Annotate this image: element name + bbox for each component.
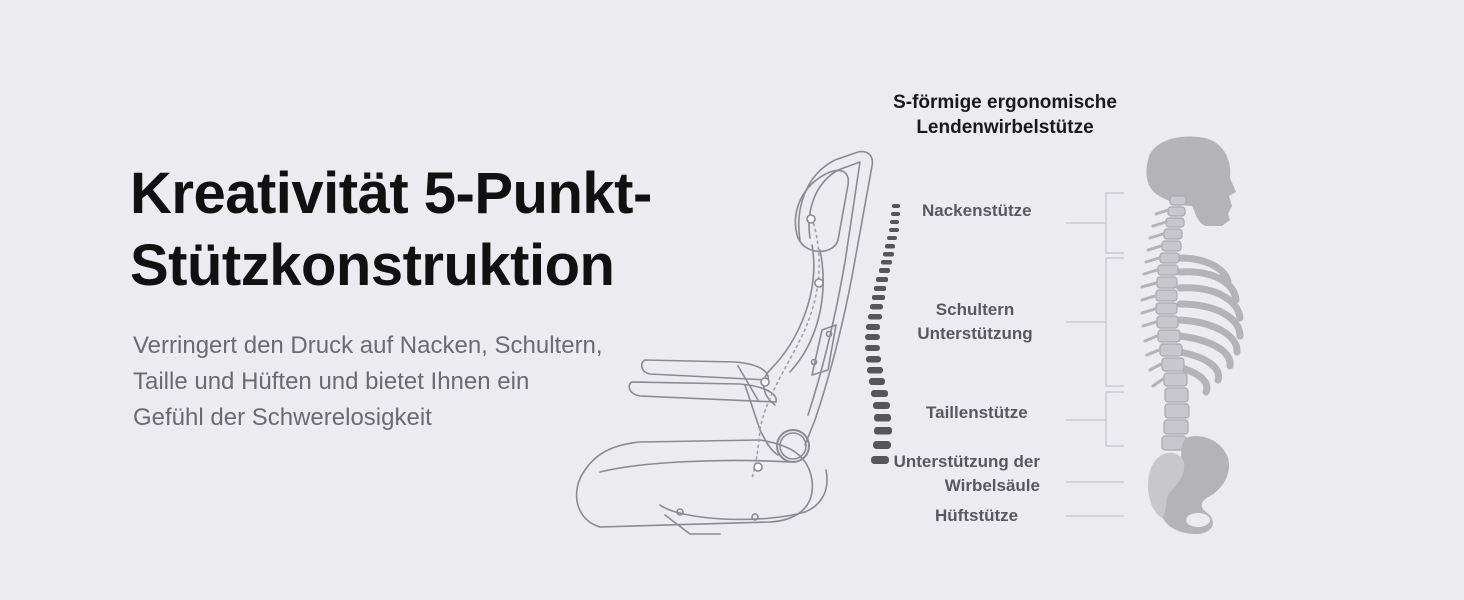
pelvis-icon: [1148, 436, 1230, 534]
diagram-title-line-2: Lendenwirbelstütze: [916, 117, 1094, 138]
label-shoulder-support-line-1: Schultern: [935, 300, 1015, 319]
lumbar-curve-icon: [865, 204, 900, 464]
label-neck-support-text: Nackenstütze: [922, 201, 1032, 220]
headline: Kreativität 5-Punkt- Stützkonstruktion: [130, 158, 750, 302]
label-shoulder-support: Schultern Unterstützung: [900, 298, 1050, 346]
headline-line-1: Kreativität 5-Punkt-: [130, 161, 652, 226]
skeleton-illustration: [1140, 136, 1244, 534]
label-neck-support: Nackenstütze: [922, 199, 1032, 223]
label-waist-support-text: Taillenstütze: [926, 403, 1028, 422]
label-spine-support-line-1: Unterstützung der: [893, 452, 1040, 471]
office-chair-illustration: [575, 150, 874, 535]
diagram-title-line-1: S-förmige ergonomische: [893, 92, 1117, 113]
label-shoulder-support-line-2: Unterstützung: [917, 324, 1033, 343]
label-spine-support: Unterstützung der Wirbelsäule: [880, 450, 1040, 498]
label-waist-support: Taillenstütze: [926, 401, 1028, 425]
description-line-1: Verringert den Druck auf Nacken, Schulte…: [133, 332, 603, 359]
rib-cage-icon: [1176, 254, 1244, 396]
description-line-2: Taille und Hüften und bietet Ihnen ein: [133, 368, 530, 395]
diagram-title: S-förmige ergonomische Lendenwirbelstütz…: [860, 90, 1150, 140]
skull-icon: [1146, 136, 1236, 226]
headline-line-2: Stützkonstruktion: [130, 233, 615, 298]
zone-brackets: [1066, 192, 1124, 517]
label-hip-support-text: Hüftstütze: [935, 506, 1019, 525]
label-spine-support-line-2: Wirbelsäule: [944, 476, 1040, 495]
description: Verringert den Druck auf Nacken, Schulte…: [133, 328, 673, 436]
label-hip-support: Hüftstütze: [935, 504, 1018, 528]
description-line-3: Gefühl der Schwerelosigkeit: [133, 404, 432, 431]
